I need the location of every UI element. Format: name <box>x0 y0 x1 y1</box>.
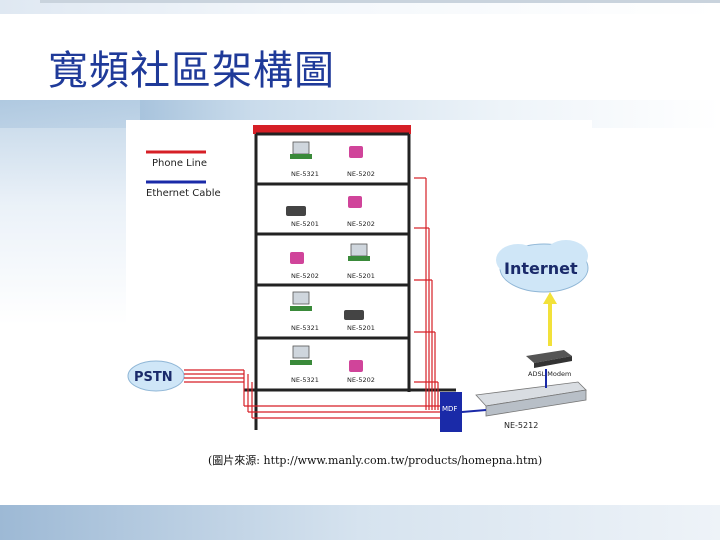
bottom-decoration <box>0 505 720 540</box>
network-diagram: Phone Line Ethernet Cable NE-5321 NE-520… <box>126 120 592 442</box>
device-label: NE-5202 <box>347 170 375 178</box>
building <box>244 132 456 430</box>
pstn-node: PSTN <box>127 360 185 392</box>
internet-label: Internet <box>504 259 578 278</box>
device-label: NE-5202 <box>347 220 375 228</box>
device-label: NE-5321 <box>291 376 319 384</box>
legend-phone-label: Phone Line <box>152 158 207 169</box>
mdf-to-switch-link <box>461 409 487 413</box>
internet-cloud: Internet <box>496 240 589 293</box>
modem-label: ADSL Modem <box>528 370 571 378</box>
switch-device: NE-5212 <box>475 381 587 430</box>
mdf-label: MDF <box>442 405 457 413</box>
building-roof <box>253 125 411 134</box>
image-source-caption: (圖片來源: http://www.manly.com.tw/products/… <box>208 454 543 467</box>
pstn-lines <box>184 369 440 419</box>
device-label: NE-5201 <box>347 324 375 332</box>
pstn-label: PSTN <box>134 370 173 385</box>
device-label: NE-5321 <box>291 324 319 332</box>
top-decoration <box>0 0 720 14</box>
floor-3: NE-5202 NE-5201 <box>290 243 375 280</box>
floor-2: NE-5201 NE-5202 <box>286 196 375 228</box>
legend: Phone Line Ethernet Cable <box>146 150 221 199</box>
switch-label: NE-5212 <box>504 421 538 430</box>
device-label: NE-5202 <box>291 272 319 280</box>
device-label: NE-5201 <box>291 220 319 228</box>
top-rule <box>40 0 720 3</box>
phone-wiring-riser <box>414 177 439 410</box>
floor-1: NE-5321 NE-5202 <box>290 141 375 178</box>
device-label: NE-5202 <box>347 376 375 384</box>
side-decoration <box>0 100 140 400</box>
floor-5: NE-5321 NE-5202 <box>290 345 375 384</box>
slide-title: 寬頻社區架構圖 <box>48 48 335 94</box>
adsl-modem: ADSL Modem <box>526 350 572 378</box>
internet-arrow <box>543 292 557 346</box>
mdf-box: MDF <box>440 392 462 432</box>
device-label: NE-5201 <box>347 272 375 280</box>
floor-4: NE-5321 NE-5201 <box>290 291 375 332</box>
legend-ethernet-label: Ethernet Cable <box>146 188 221 199</box>
device-label: NE-5321 <box>291 170 319 178</box>
